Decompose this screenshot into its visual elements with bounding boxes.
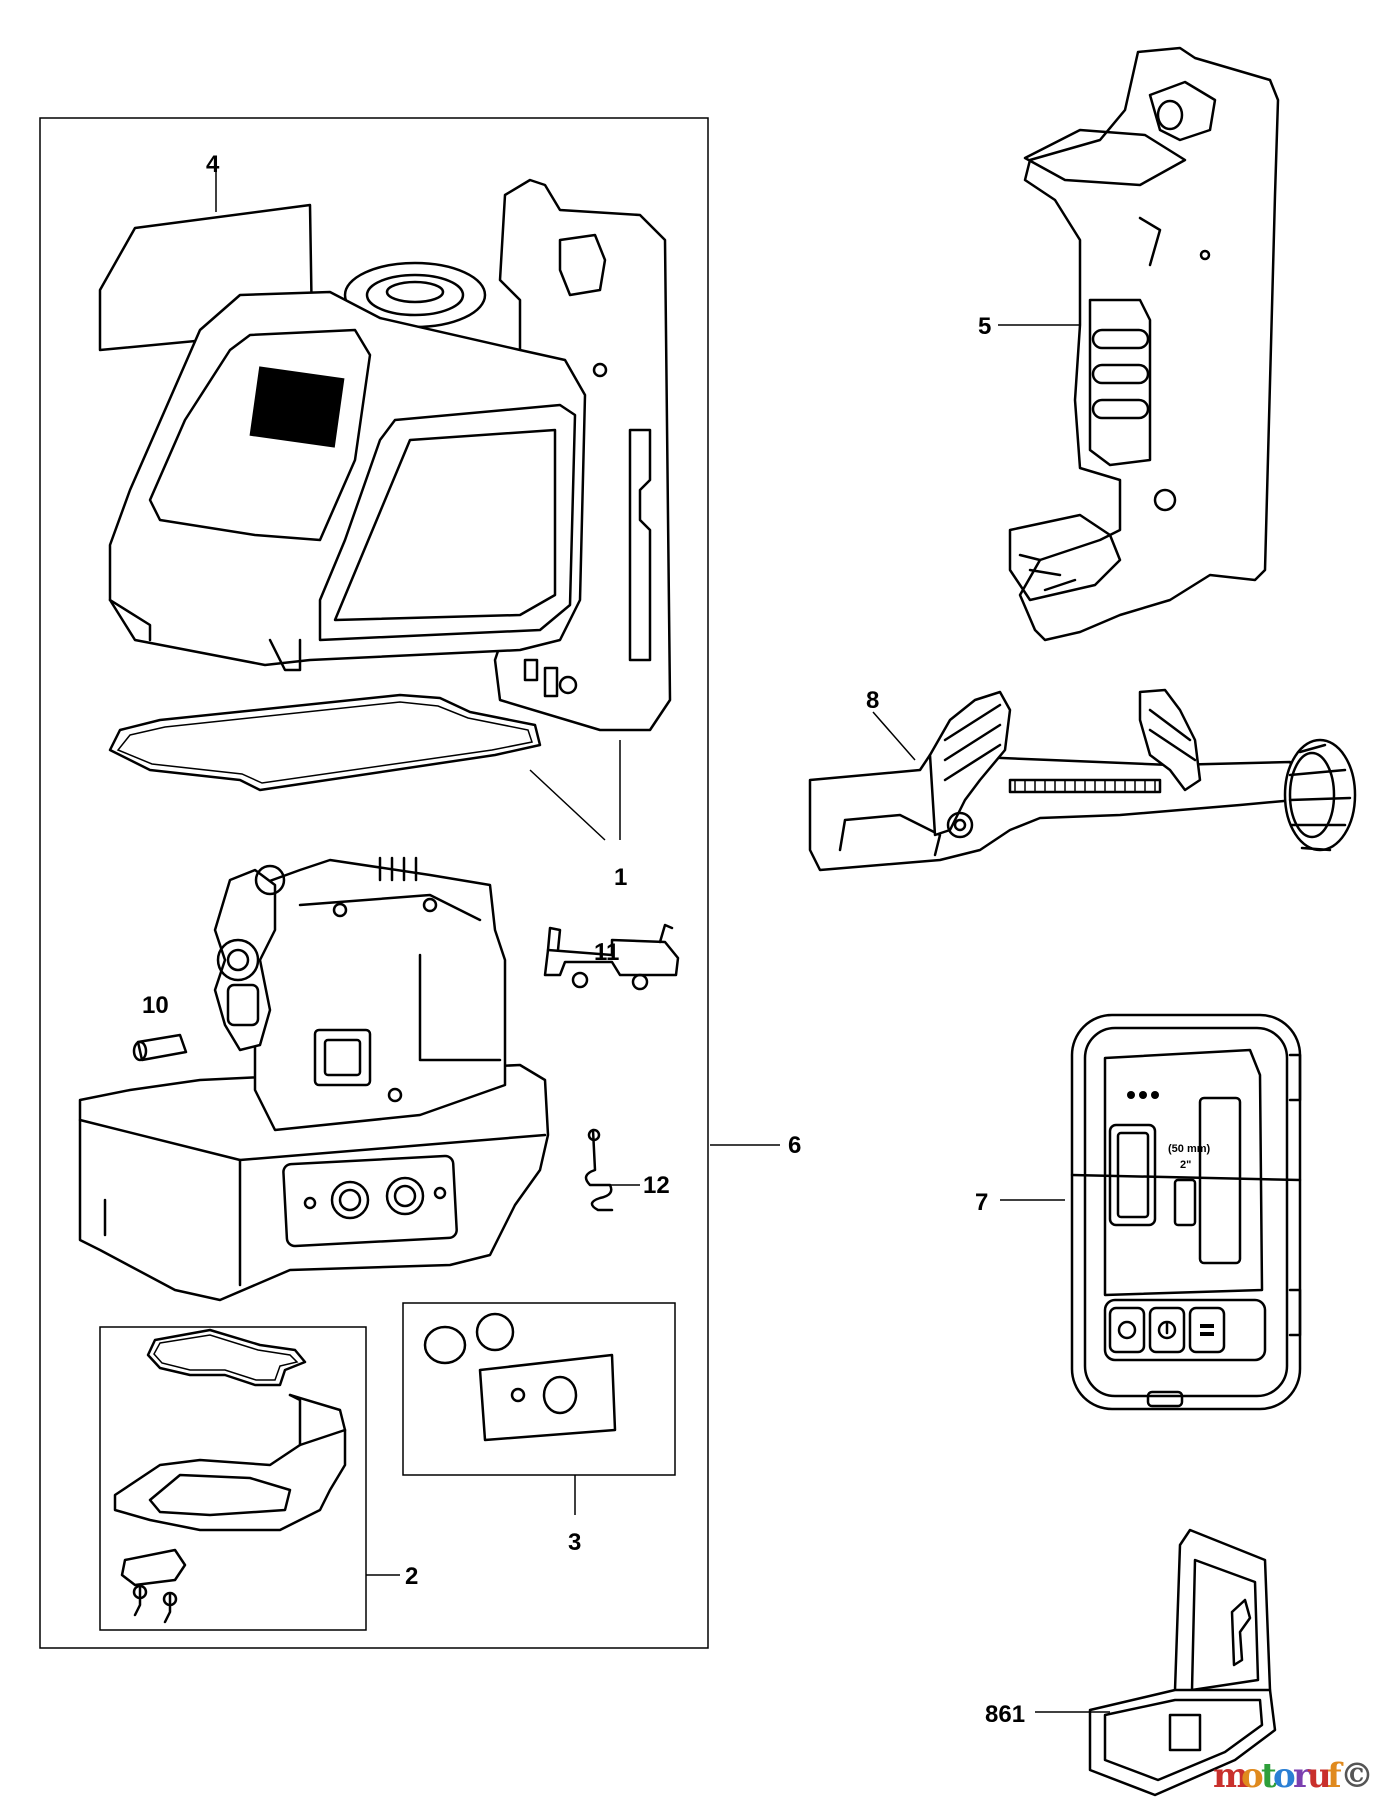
- part-1-gasket: [108, 693, 542, 792]
- part-1-laser-housing: [108, 178, 672, 732]
- callout-6: 6: [788, 1132, 801, 1159]
- watermark-letter: ©: [1340, 1756, 1374, 1796]
- detector-power-button[interactable]: [1148, 1306, 1186, 1354]
- watermark-letter: t: [1261, 1756, 1277, 1796]
- detector-mode-button[interactable]: [1188, 1306, 1226, 1354]
- detector-scale-mm: (50 mm): [1168, 1143, 1211, 1155]
- watermark-letter: r: [1293, 1756, 1312, 1796]
- detector-sound-button[interactable]: [1108, 1306, 1146, 1354]
- part-8-clamp: 8: [808, 687, 1357, 872]
- part-12-spring: 12: [584, 1128, 670, 1212]
- callout-8: 8: [866, 687, 879, 714]
- assembly-frame: [39, 117, 709, 1649]
- callout-12: 12: [643, 1172, 670, 1199]
- part-11-clip: 11: [543, 923, 680, 991]
- watermark-letter: o: [1241, 1756, 1264, 1796]
- callout-5: 5: [978, 313, 991, 340]
- callout-2: 2: [405, 1563, 418, 1590]
- part-2-mounting-plate-kit: 2: [99, 1326, 418, 1631]
- watermark-letter: f: [1327, 1756, 1344, 1796]
- sound-icon: [1117, 1320, 1137, 1340]
- part-3-cap-kit: 3: [402, 1302, 676, 1556]
- part-5-wall-bracket: 5: [978, 46, 1280, 642]
- part-861-carry-case: 861: [985, 1528, 1277, 1797]
- watermark-letter: u: [1307, 1756, 1332, 1796]
- part-10-pin: 10: [132, 992, 188, 1062]
- mode-icon: [1200, 1324, 1214, 1328]
- callout-861: 861: [985, 1701, 1025, 1728]
- callout-1: 1: [614, 864, 627, 891]
- callout-4: 4: [206, 151, 220, 178]
- callout-3: 3: [568, 1529, 581, 1556]
- part-7-laser-detector: (50 mm) 2" 7: [975, 1013, 1302, 1411]
- watermark-letter: m: [1213, 1756, 1249, 1796]
- callout-11: 11: [594, 939, 619, 966]
- watermark-letter: o: [1273, 1756, 1296, 1796]
- part-6-laser-module-base: [78, 856, 550, 1302]
- detector-scale-in: 2": [1180, 1159, 1191, 1171]
- leader-1a: [529, 769, 606, 841]
- callout-10: 10: [142, 992, 169, 1019]
- callout-7: 7: [975, 1189, 988, 1216]
